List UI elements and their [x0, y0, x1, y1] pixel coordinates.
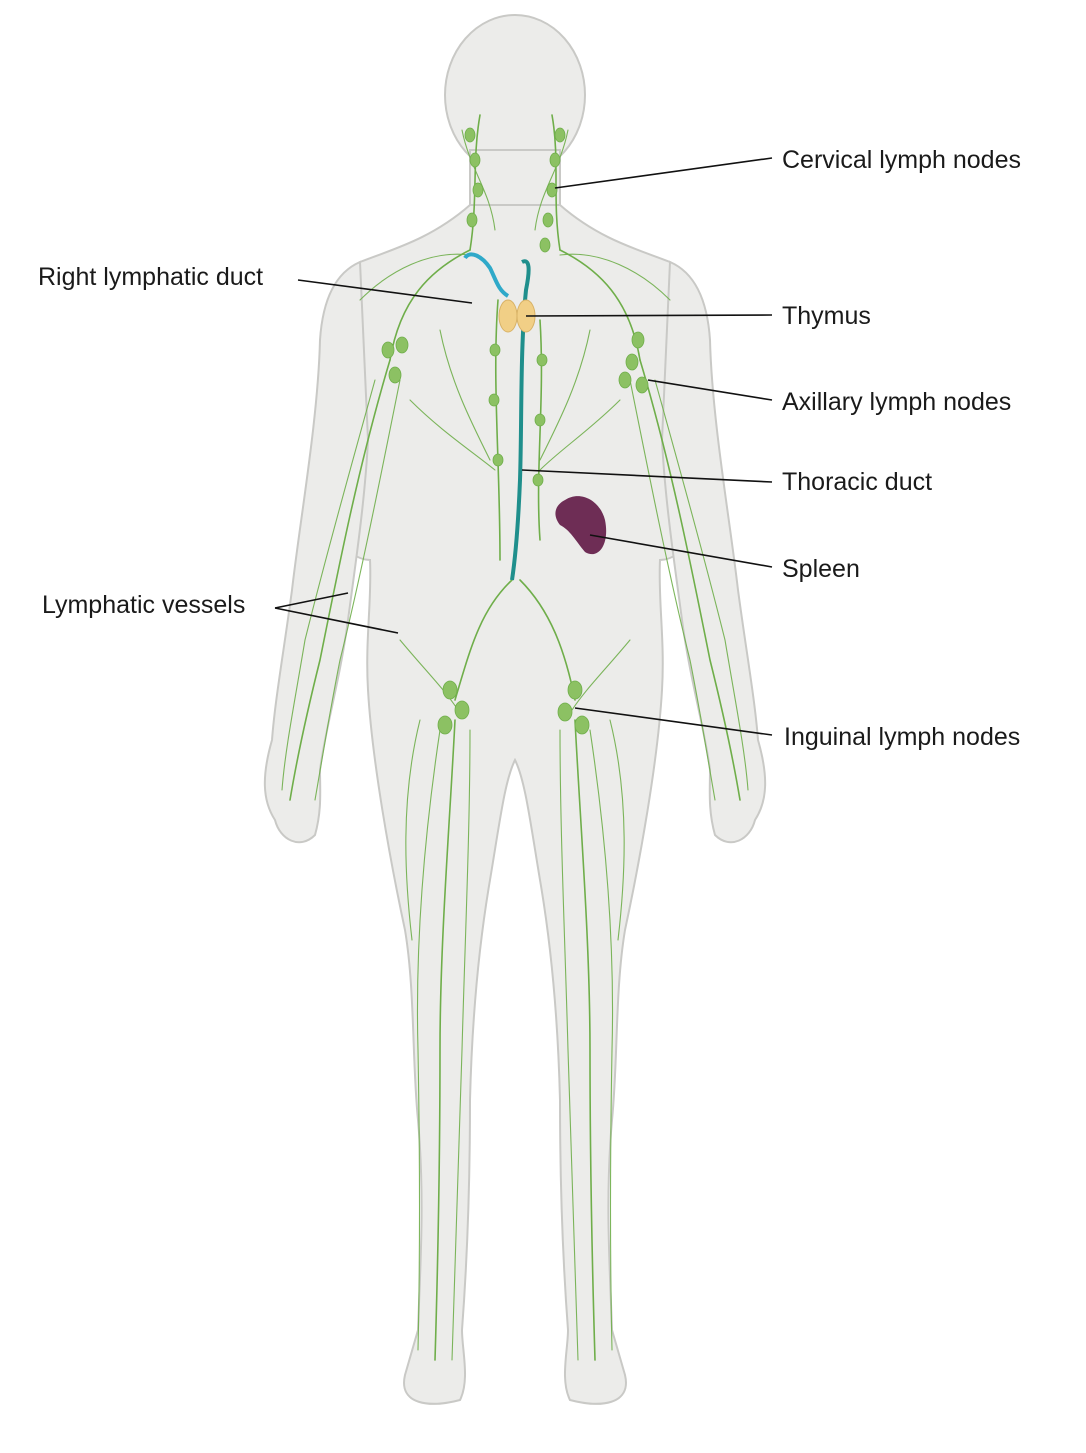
- leader-thoracic: [521, 469, 773, 483]
- leader-axillary: [647, 379, 773, 401]
- axillary-nodes: [381, 331, 649, 394]
- cervical-nodes: [464, 127, 566, 253]
- label-right-lymphatic-duct: Right lymphatic duct: [38, 263, 264, 291]
- leader-vessels-leg: [274, 607, 399, 634]
- lymph-nodes: [381, 127, 649, 735]
- label-thoracic-duct: Thoracic duct: [782, 468, 933, 496]
- leader-spleen: [589, 534, 773, 568]
- leader-vessels-arm: [274, 592, 349, 609]
- thoracic-duct-vessel: [510, 259, 531, 581]
- lymphatic-vessels-network: [281, 114, 749, 1361]
- leader-cervical: [554, 157, 773, 189]
- label-lymphatic-vessels: Lymphatic vessels: [42, 591, 246, 619]
- right-lymphatic-duct-vessel: [463, 252, 510, 298]
- label-inguinal-lymph-nodes: Inguinal lymph nodes: [784, 723, 1021, 751]
- leader-inguinal: [574, 707, 773, 736]
- human-body-figure: [263, 14, 767, 1405]
- label-thymus: Thymus: [782, 302, 871, 330]
- leader-thymus: [525, 314, 773, 317]
- label-spleen: Spleen: [782, 555, 860, 583]
- spleen-organ: [555, 496, 607, 555]
- inguinal-nodes: [437, 680, 590, 735]
- label-cervical-lymph-nodes: Cervical lymph nodes: [782, 146, 1021, 174]
- thoracic-nodes: [488, 343, 548, 487]
- leader-lines: [274, 157, 773, 736]
- label-axillary-lymph-nodes: Axillary lymph nodes: [782, 388, 1012, 416]
- leader-right-duct: [297, 279, 473, 304]
